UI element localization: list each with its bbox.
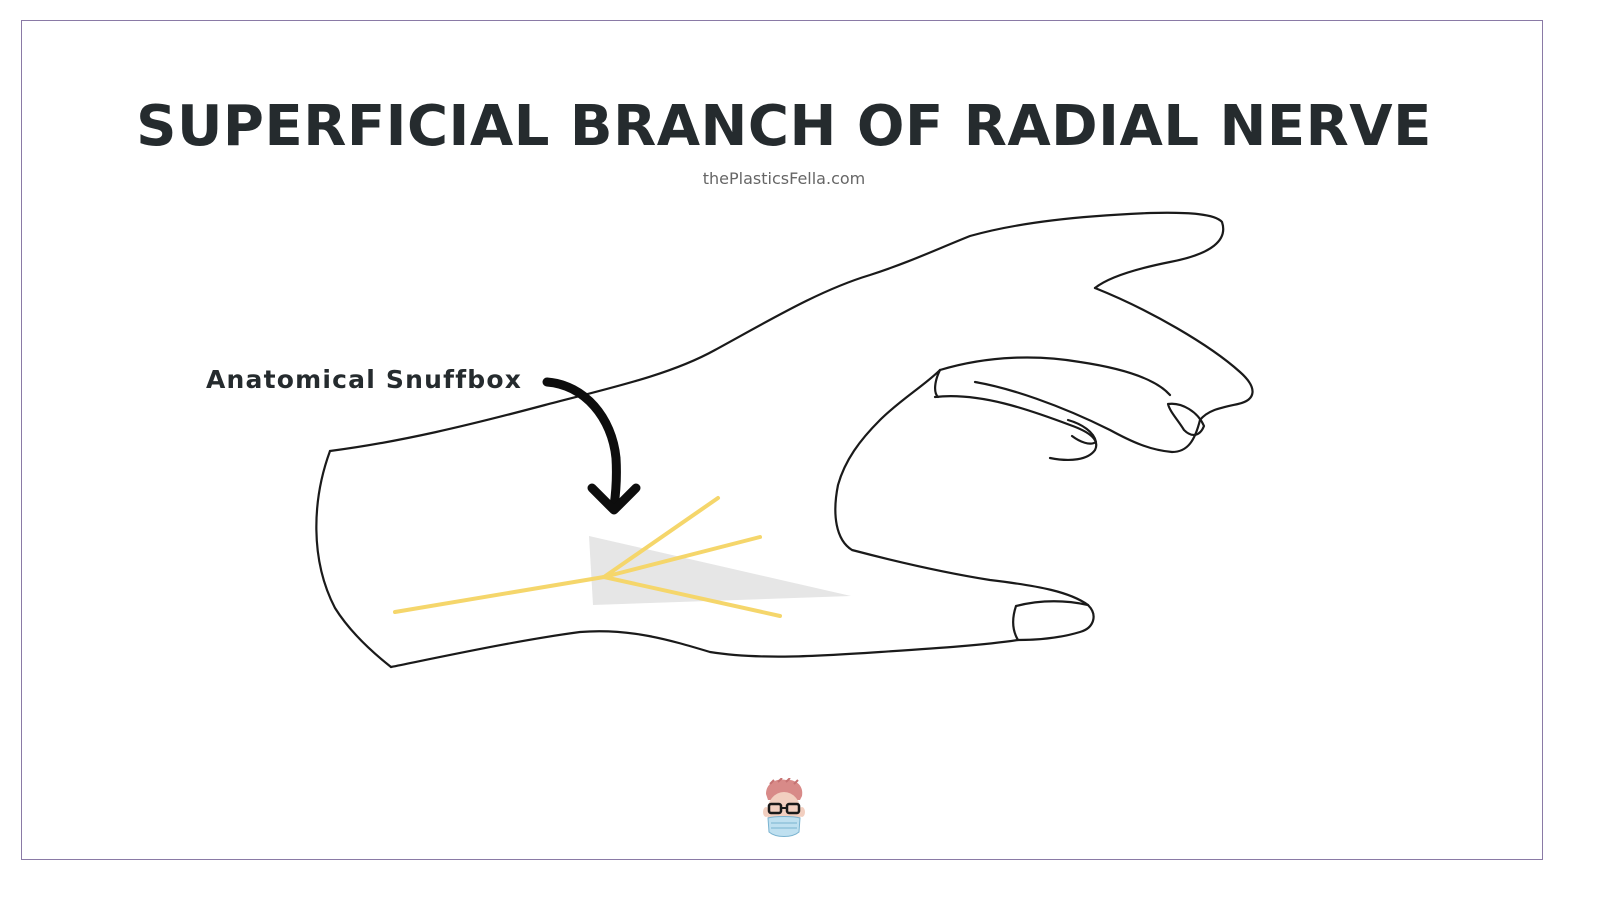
snuffbox-label: Anatomical Snuffbox <box>206 365 523 394</box>
web-space-outline <box>834 368 1090 607</box>
wrist-outline <box>315 449 393 669</box>
slide-frame <box>21 20 1543 860</box>
ventral-outline <box>389 630 1020 669</box>
nerve-branch-middle <box>602 535 762 579</box>
index-finger-outline <box>973 286 1254 454</box>
page-title: SUPERFICIAL BRANCH OF RADIAL NERVE <box>136 94 1432 159</box>
dorsal-outline <box>328 211 1225 453</box>
curved-arrow-icon <box>542 377 641 515</box>
middle-finger-outline <box>938 356 1172 397</box>
nerve-branch-lower <box>602 575 782 618</box>
website-credit: thePlasticsFella.com <box>702 169 866 188</box>
nerve-branch-upper <box>602 496 720 579</box>
radial-nerve-trunk <box>393 575 606 614</box>
thumb-outline <box>1012 600 1095 642</box>
index-nail <box>1166 402 1206 436</box>
masked-surgeon-avatar-icon <box>763 778 805 837</box>
ring-finger-outline <box>933 395 1098 461</box>
ring-nail <box>1066 418 1098 445</box>
